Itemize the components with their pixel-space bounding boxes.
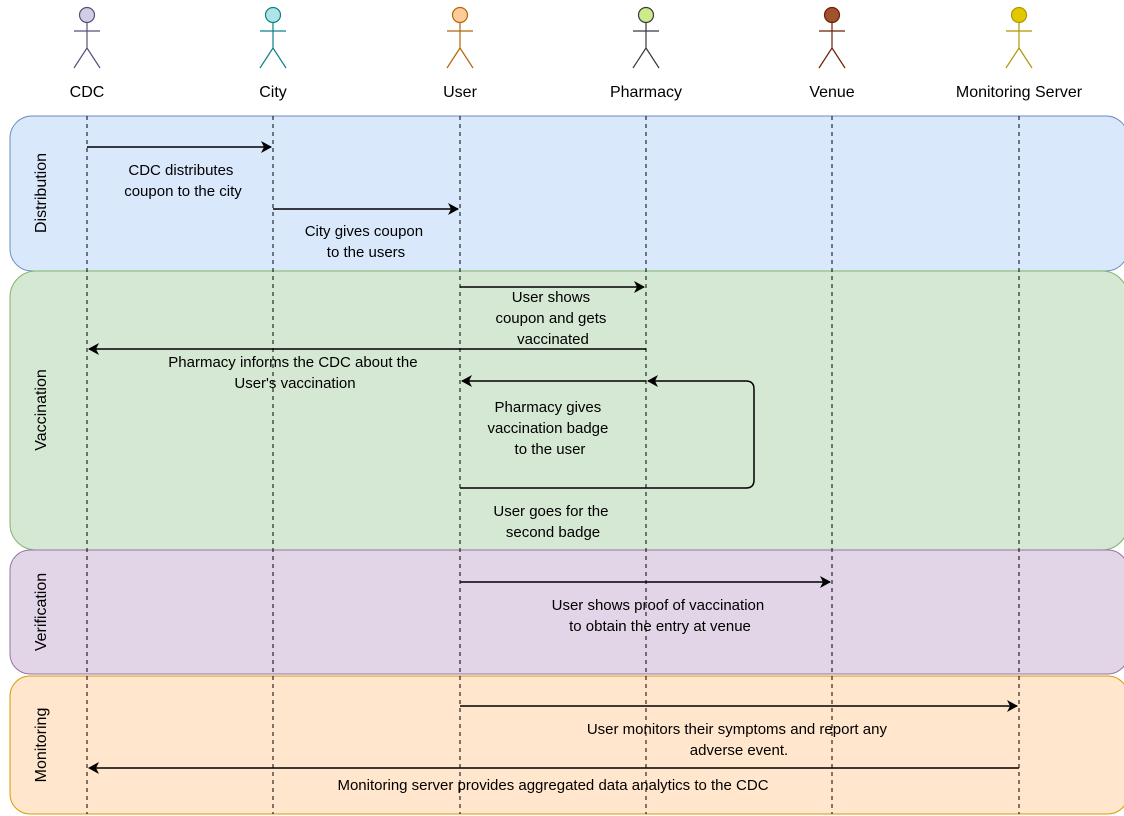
message-4-label: Pharmacy informs the CDC about the User'…	[168, 354, 421, 392]
actor-right-leg	[86, 47, 101, 69]
message-8-label: User monitors their symptoms and report …	[587, 721, 891, 759]
actor-pharmacy-icon	[632, 6, 660, 69]
lane-verification-title: Verification	[33, 573, 50, 651]
actor-left-leg	[632, 47, 647, 69]
actor-user: User	[443, 6, 478, 101]
actor-left-leg	[259, 47, 274, 69]
actor-head	[78, 6, 96, 24]
actor-right-leg	[459, 47, 474, 69]
lane-distribution-title: Distribution	[33, 153, 50, 233]
actor-left-leg	[73, 47, 88, 69]
message-1-label: CDC distributes coupon to the city	[124, 162, 242, 200]
actor-left-leg	[446, 47, 461, 69]
message-7-label: User shows proof of vaccination to obtai…	[552, 597, 769, 635]
actor-right-leg	[272, 47, 287, 69]
lane-monitoring: Monitoring	[9, 675, 1124, 815]
actor-monitoring-server-label: Monitoring Server	[956, 84, 1083, 101]
actor-city-icon	[259, 6, 287, 69]
actor-venue-label: Venue	[809, 84, 854, 101]
actor-right-leg	[1018, 47, 1033, 69]
actor-cdc: CDC	[70, 6, 105, 101]
actor-right-leg	[645, 47, 660, 69]
message-6-label: User goes for the second badge	[493, 503, 612, 541]
lane-verification: Verification	[9, 549, 1124, 675]
arrow-user-loop-to-pharmacy	[460, 375, 755, 489]
actor-monitoring-server: Monitoring Server	[956, 6, 1083, 101]
actor-head	[637, 6, 655, 24]
message-2-label: City gives coupon to the users	[305, 223, 428, 261]
actor-cdc-icon	[73, 6, 101, 69]
actor-right-leg	[831, 47, 846, 69]
lane-verification-box	[9, 549, 1124, 675]
actor-user-label: User	[443, 84, 477, 101]
actor-monitoring-server-icon	[1005, 6, 1033, 69]
actor-head	[264, 6, 282, 24]
message-5-label: Pharmacy gives vaccination badge to the …	[487, 399, 612, 458]
actor-left-leg	[818, 47, 833, 69]
actor-pharmacy-label: Pharmacy	[610, 84, 682, 101]
actor-head	[823, 6, 841, 24]
actor-head	[451, 6, 469, 24]
actor-pharmacy: Pharmacy	[610, 6, 682, 101]
message-labels: CDC distributes coupon to the city City …	[124, 162, 891, 794]
actor-venue-icon	[818, 6, 846, 69]
lane-monitoring-title: Monitoring	[33, 708, 50, 783]
message-9-label: Monitoring server provides aggregated da…	[337, 777, 768, 794]
messages	[87, 141, 1019, 774]
lane-monitoring-box	[9, 675, 1124, 815]
message-3-label: User shows coupon and gets vaccinated	[495, 289, 610, 348]
actor-user-icon	[446, 6, 474, 69]
actor-left-leg	[1005, 47, 1020, 69]
actor-head	[1010, 6, 1028, 24]
actor-city: City	[259, 6, 287, 101]
lane-vaccination-title: Vaccination	[33, 369, 50, 451]
actor-cdc-label: CDC	[70, 84, 105, 101]
actor-city-label: City	[259, 84, 287, 101]
actor-venue: Venue	[809, 6, 855, 101]
